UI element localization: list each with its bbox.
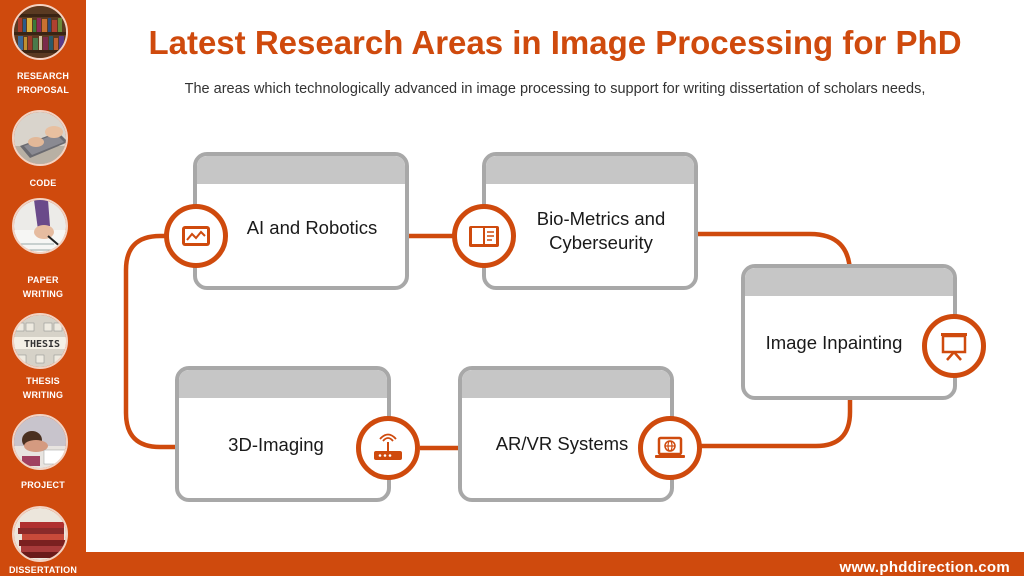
tablet-chart-icon <box>164 204 228 268</box>
open-book-icon <box>452 204 516 268</box>
sidebar-label-project[interactable]: PROJECT <box>21 480 65 490</box>
node-label: Image Inpainting <box>765 332 903 353</box>
sidebar-label-research-proposal[interactable]: RESEARCH PROPOSAL <box>16 71 70 95</box>
node-ai-robotics[interactable] <box>193 152 409 290</box>
thesis-letters-photo[interactable]: THESIS <box>12 313 68 369</box>
card-header <box>197 156 405 184</box>
books-stack-photo[interactable] <box>12 506 68 562</box>
node-label: 3D-Imaging <box>228 434 324 455</box>
node-biometrics-cybersecurity[interactable] <box>482 152 698 290</box>
footer-bar: www.phddirection.com <box>86 552 1024 576</box>
card-header <box>486 156 694 184</box>
node-label: AI and Robotics <box>246 217 378 238</box>
website-link[interactable]: www.phddirection.com <box>839 559 1010 576</box>
desk-photo[interactable] <box>12 414 68 470</box>
page-subtitle: The areas which technologically advanced… <box>184 81 926 97</box>
card-header <box>179 370 387 398</box>
sidebar-label-thesis-writing[interactable]: THESIS WRITING <box>22 376 64 400</box>
card-header <box>745 268 953 296</box>
node-label: Bio-Metrics and Cyberseurity <box>536 208 666 253</box>
page-title: Latest Research Areas in Image Processin… <box>148 24 962 61</box>
sidebar-label-paper-writing[interactable]: PAPER WRITING <box>22 275 64 299</box>
router-icon <box>356 416 420 480</box>
sidebar: RESEARCH PROPOSAL CODE <box>0 0 86 576</box>
sidebar-label-code[interactable]: CODE <box>29 178 57 188</box>
card-header <box>462 370 670 398</box>
presentation-board-icon <box>922 314 986 378</box>
sidebar-label-dissertation[interactable]: DISSERTATION <box>8 565 78 575</box>
pen-writing-photo[interactable] <box>12 198 68 254</box>
node-label: AR/VR Systems <box>495 433 629 454</box>
laptop-globe-icon <box>638 416 702 480</box>
node-image-inpainting[interactable] <box>741 264 957 400</box>
node-3d-imaging[interactable] <box>175 366 391 502</box>
svg-text:THESIS: THESIS <box>24 339 60 350</box>
laptop-typing-photo[interactable] <box>12 110 68 166</box>
bookshelf-photo[interactable] <box>12 4 68 60</box>
